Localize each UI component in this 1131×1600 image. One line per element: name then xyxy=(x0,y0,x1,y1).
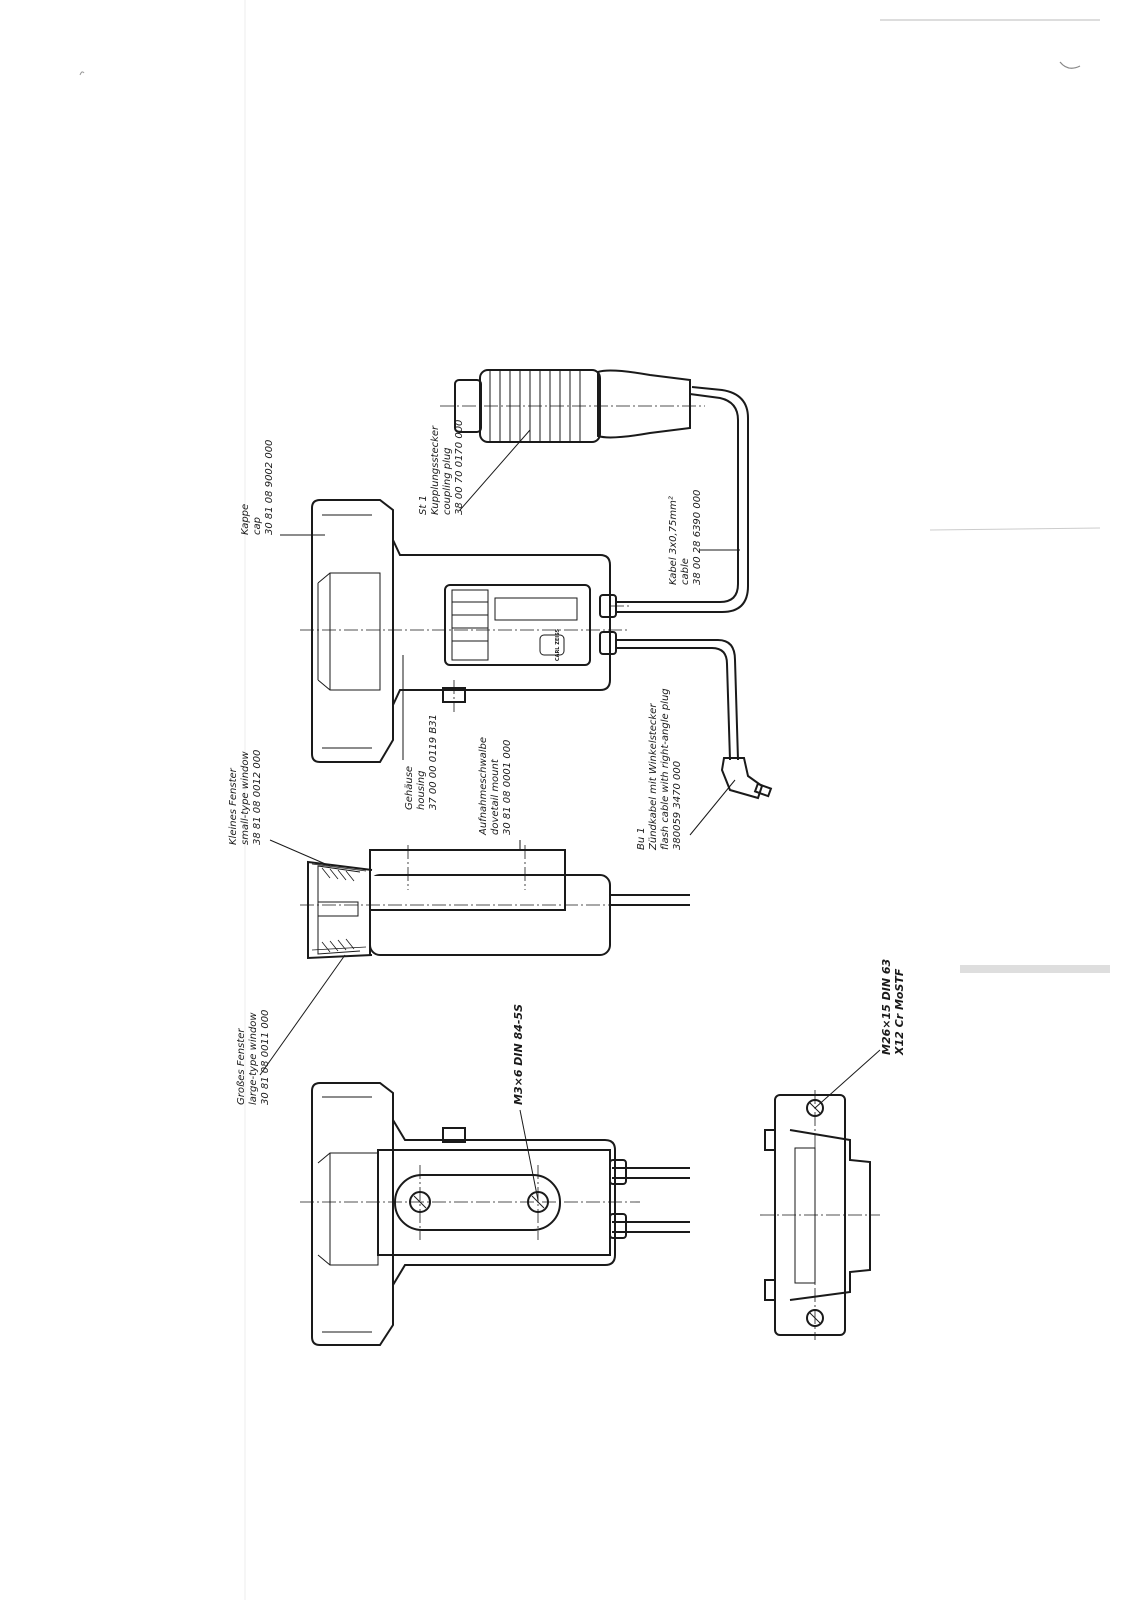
kleines-fenster-label-de: Kleines Fenster xyxy=(228,767,239,845)
aufnahme-label-de: Aufnahmeschwalbe xyxy=(478,737,489,836)
scan-artifacts xyxy=(79,0,1110,1600)
st1-label-id: St 1 xyxy=(418,495,429,515)
grosses-fenster-label-en: large-type window xyxy=(248,1012,259,1105)
kleines-fenster-partno: 38 81 08 0012 000 xyxy=(252,750,263,845)
bu1-label-en: flash cable with right-angle plug xyxy=(660,688,671,850)
leader-lines xyxy=(259,429,881,1201)
bu1-label-id: Bu 1 xyxy=(636,827,647,850)
screw-spec: M3×6 DIN 84-5S xyxy=(512,1004,525,1105)
main-unit-view xyxy=(300,369,773,800)
kappe-label-en: cap xyxy=(252,517,263,535)
bu1-label-de: Zündkabel mit Winkelstecker xyxy=(648,703,659,851)
label-spring-pin: M26×15 DIN 63 X12 Cr MoSTF xyxy=(880,958,906,1056)
aufnahme-partno: 30 81 08 0001 000 xyxy=(502,740,513,835)
label-st1: St 1 Kupplungsstecker coupling plug 38 0… xyxy=(418,420,465,515)
gehaeuse-partno: 37 00 00 0119 B31 xyxy=(428,714,439,810)
label-screw-m3: M3×6 DIN 84-5S xyxy=(512,1004,525,1105)
spring-pin-spec: M26×15 DIN 63 xyxy=(880,958,893,1055)
st1-partno: 38 00 70 0170 000 xyxy=(454,420,465,515)
bu1-partno: 380059 3470 000 xyxy=(672,761,683,850)
grosses-fenster-partno: 30 81 08 0011 000 xyxy=(260,1010,271,1105)
label-kabel: Kabel 3x0,75mm² cable 38 00 28 6390 000 xyxy=(668,490,703,585)
kabel-label-en: cable xyxy=(680,558,691,585)
kabel-label-de: Kabel 3x0,75mm² xyxy=(668,496,679,585)
label-gehaeuse: Gehäuse housing 37 00 00 0119 B31 xyxy=(404,714,439,810)
kabel-partno: 38 00 28 6390 000 xyxy=(692,490,703,585)
dovetail-view xyxy=(760,1090,880,1340)
kleines-fenster-label-en: small-type window xyxy=(240,750,251,845)
kappe-partno: 30 81 08 9002 000 xyxy=(264,440,275,535)
top-view xyxy=(300,1082,690,1346)
st1-label-de: Kupplungsstecker xyxy=(430,425,441,515)
kappe-label-de: Kappe xyxy=(240,504,251,535)
label-kappe: Kappe cap 30 81 08 9002 000 xyxy=(240,440,275,535)
st1-label-en: coupling plug xyxy=(442,447,453,515)
gehaeuse-label-de: Gehäuse xyxy=(404,766,415,810)
label-bu1: Bu 1 Zündkabel mit Winkelstecker flash c… xyxy=(636,688,683,851)
aufnahme-label-en: dovetail mount xyxy=(490,758,501,835)
zeiss-logo: CARL ZEISS xyxy=(555,629,561,662)
window-unit-view xyxy=(300,845,690,960)
zeiss-logo-text: CARL ZEISS xyxy=(555,629,561,662)
label-aufnahme: Aufnahmeschwalbe dovetail mount 30 81 08… xyxy=(478,737,513,836)
label-kleines-fenster: Kleines Fenster small-type window 38 81 … xyxy=(228,750,263,845)
label-grosses-fenster: Großes Fenster large-type window 30 81 0… xyxy=(236,1010,271,1105)
spring-pin-material: X12 Cr MoSTF xyxy=(893,968,906,1056)
gehaeuse-label-en: housing xyxy=(416,771,427,810)
grosses-fenster-label-de: Großes Fenster xyxy=(236,1028,247,1105)
